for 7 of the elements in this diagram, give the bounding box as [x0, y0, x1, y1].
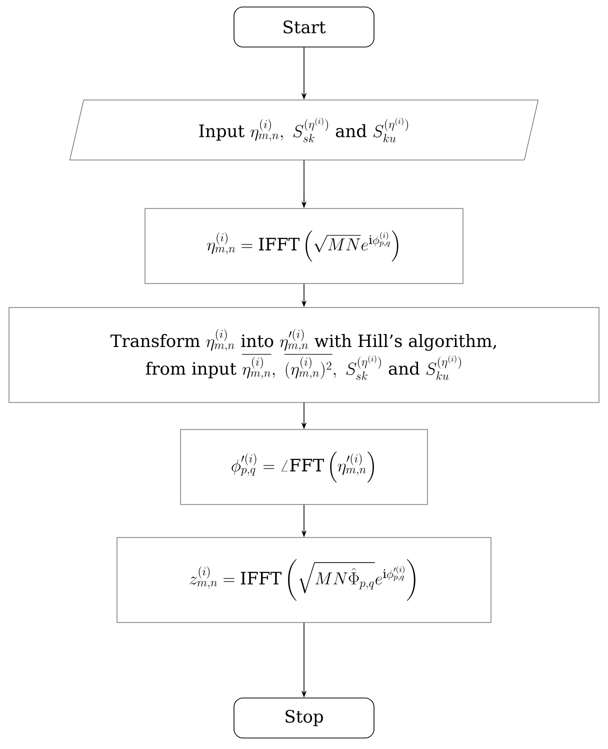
process-box: $\eta^{(i)}_{m,n} = \mathrm{IFFT}\left(\sqrt{MN}e^{\mathrm{i}\phi^{(i)}_{p,q}}\right)$ [144, 208, 464, 284]
terminal-box: Start [234, 6, 374, 48]
terminal-box: Stop [234, 698, 374, 738]
process-box: $z^{(i)}_{m,n} = \mathrm{IFFT}\left(\sqrt{MN\hat{\Phi}_{p,q}}e^{\mathrm{i}\phi'^{(i)}_{p,q}}\right)$ [116, 537, 492, 623]
input-parallelogram: $\text{Input } \eta^{(i)}_{m,n},\ S^{(\eta^{(i)})}_{sk} \text{ and } S^{(\eta^{(i)})}_{ku}$ [70, 100, 538, 160]
process-box: $\begin{array}{c}\text{Transform } \eta^{(i)}_{m,n} \text{ into } \eta'^{(i)}_{m,n} \text{ with Hill's algorithm,}\\ \text{from input } \overline{\eta^{(i)}_{m,n}},\ \overline{(\eta^{(i)}_{m,n})^2},\ S^{(\eta^{(i)})}_{sk} \text{ and } S^{(\eta^{(i)})}_{ku}\end{array}$ [8, 307, 600, 403]
process-box: $\phi'^{(i)}_{p,q} = \angle\mathrm{FFT}\left(\eta'^{(i)}_{m,n}\right)$ [180, 429, 428, 505]
